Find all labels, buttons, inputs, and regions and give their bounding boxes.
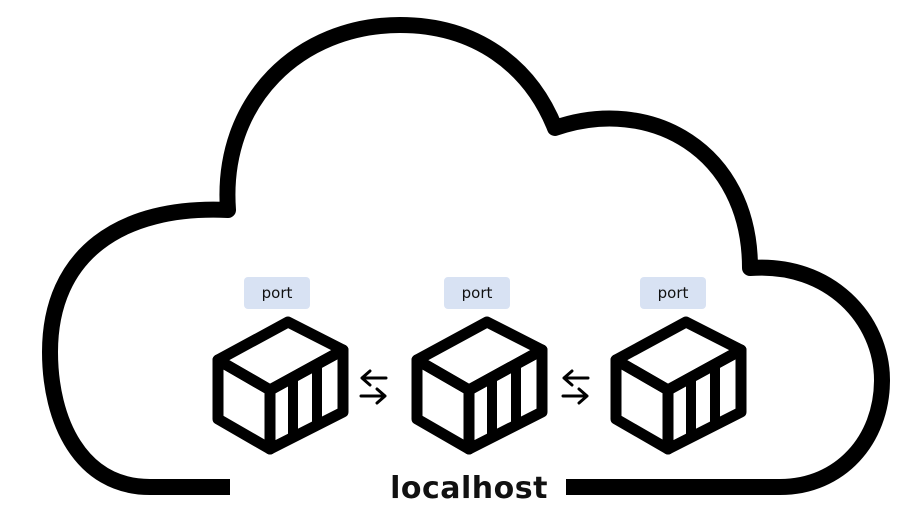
cloud-icon xyxy=(42,17,890,495)
port-badge: port xyxy=(244,277,310,309)
host-label: localhost xyxy=(373,466,565,510)
port-label: port xyxy=(261,284,293,302)
port-badge: port xyxy=(444,277,510,309)
container-icon xyxy=(411,316,548,455)
port-label: port xyxy=(461,284,493,302)
port-label: port xyxy=(657,284,689,302)
host-label-text: localhost xyxy=(390,470,548,506)
container-icon xyxy=(212,316,349,455)
bidirectional-arrow-icon xyxy=(359,369,388,405)
container-icon xyxy=(610,316,747,455)
port-badge: port xyxy=(640,277,706,309)
bidirectional-arrow-icon xyxy=(561,369,590,405)
